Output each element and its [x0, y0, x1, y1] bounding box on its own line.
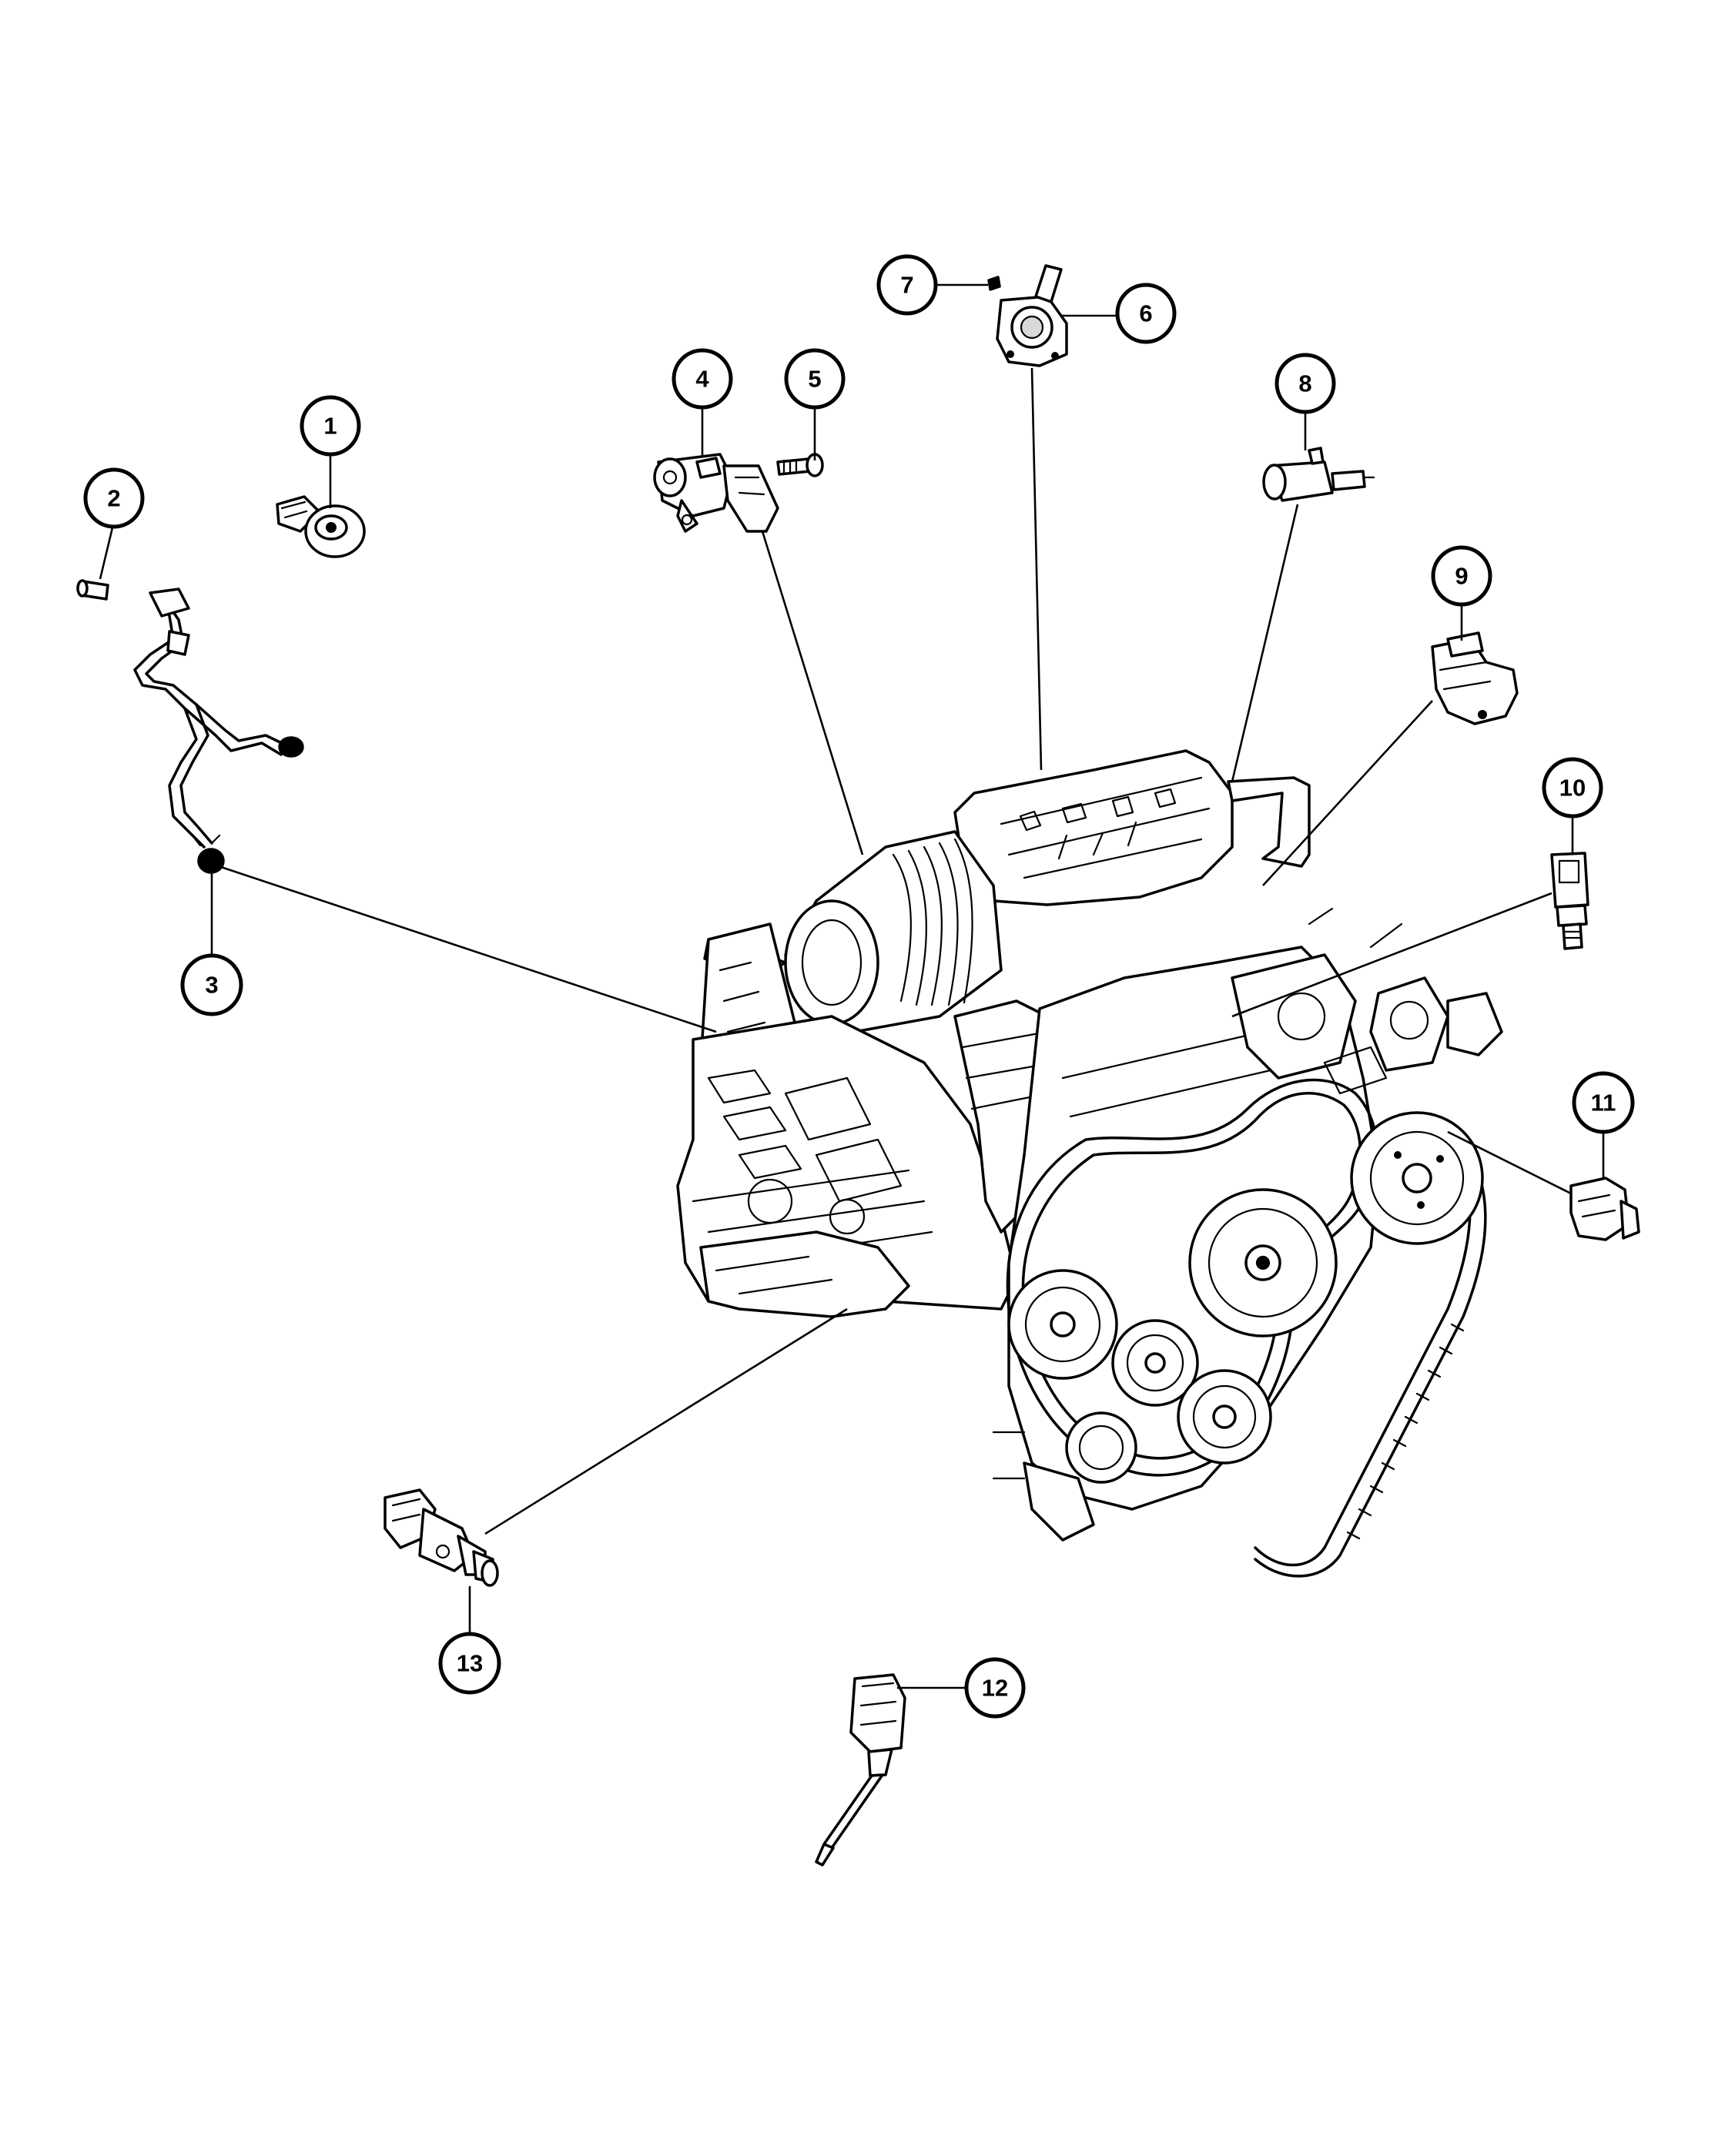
temperature-sensor-icon — [1550, 852, 1589, 950]
small-screw-icon — [987, 276, 1001, 291]
callout-label: 7 — [900, 272, 913, 299]
callout-4: 4 — [672, 348, 733, 410]
sensor-icon — [1262, 447, 1375, 502]
callout-9: 9 — [1431, 545, 1492, 607]
knock-sensor-icon — [276, 495, 366, 558]
callout-label: 4 — [695, 366, 709, 393]
callout-12: 12 — [964, 1657, 1026, 1719]
callout-label: 2 — [107, 485, 120, 512]
callout-label: 12 — [982, 1675, 1008, 1702]
callout-1: 1 — [300, 395, 361, 457]
callout-label: 11 — [1591, 1090, 1616, 1116]
sensor-icon — [1569, 1177, 1640, 1241]
callout-label: 10 — [1559, 775, 1586, 802]
map-sensor-icon — [1431, 631, 1519, 725]
callout-13: 13 — [438, 1632, 501, 1695]
callout-label: 1 — [323, 413, 337, 440]
callout-label: 9 — [1455, 563, 1468, 590]
wiring-harness-icon — [133, 588, 304, 874]
bolt-icon — [76, 579, 109, 601]
screw-icon — [776, 453, 824, 477]
callout-label: 5 — [808, 366, 821, 393]
throttle-position-sensor-icon — [996, 264, 1068, 367]
engine-assembly-icon — [676, 749, 1503, 1578]
leader-lines — [99, 283, 1605, 1689]
callout-label: 8 — [1298, 370, 1311, 397]
callout-label: 3 — [205, 972, 218, 999]
callout-6: 6 — [1115, 283, 1177, 344]
callout-11: 11 — [1572, 1071, 1635, 1134]
callout-2: 2 — [83, 467, 145, 529]
sensor-bracket-icon — [653, 453, 779, 533]
callout-7: 7 — [876, 254, 938, 316]
callout-10: 10 — [1542, 757, 1603, 819]
callout-3: 3 — [180, 953, 243, 1016]
probe-sensor-icon — [815, 1673, 906, 1866]
callout-label: 13 — [457, 1650, 483, 1677]
callout-5: 5 — [784, 348, 846, 410]
callout-label: 6 — [1139, 300, 1152, 327]
crankshaft-position-sensor-icon — [384, 1488, 499, 1587]
callout-8: 8 — [1274, 353, 1336, 414]
